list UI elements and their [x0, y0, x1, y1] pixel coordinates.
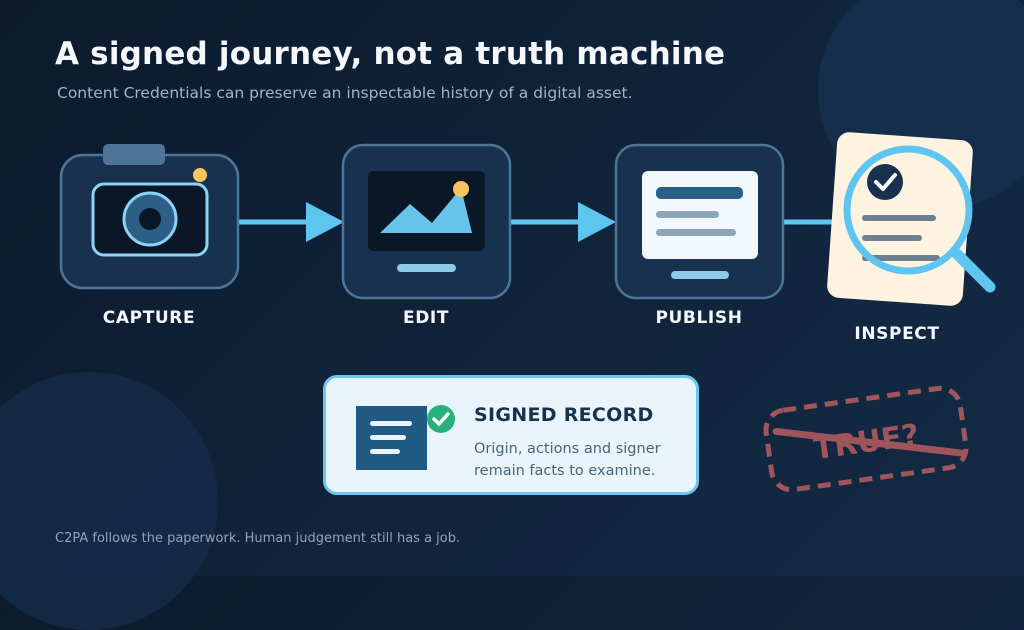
publish-step-box — [614, 143, 785, 300]
signed-record-card: SIGNED RECORD Origin, actions and signer… — [323, 375, 699, 495]
page-title: A signed journey, not a truth machine — [55, 36, 726, 72]
image-editor-icon — [368, 171, 485, 272]
step-label-inspect: INSPECT — [854, 324, 940, 344]
connector-capture-edit — [238, 202, 344, 242]
step-label-capture: CAPTURE — [102, 308, 196, 328]
connector-edit-publish — [510, 202, 616, 242]
crossed-out-stamp-icon: TRUE? — [763, 385, 969, 493]
page-subtitle: Content Credentials can preserve an insp… — [57, 84, 633, 102]
step-label-publish: PUBLISH — [655, 308, 743, 328]
footer-note: C2PA follows the paperwork. Human judgem… — [55, 531, 461, 546]
signed-record-title: SIGNED RECORD — [474, 404, 654, 426]
document-screen-icon — [642, 171, 758, 279]
signed-record-description: Origin, actions and signer remain facts … — [474, 441, 661, 479]
camera-icon — [91, 144, 209, 257]
magnifier-document-icon — [827, 132, 996, 306]
step-label-edit: EDIT — [402, 308, 450, 328]
inspect-icon-group — [827, 132, 996, 306]
document-check-icon — [356, 405, 455, 470]
capture-step-box — [59, 144, 240, 290]
edit-step-box — [341, 143, 512, 300]
workflow-diagram: TRUE? — [59, 132, 996, 493]
